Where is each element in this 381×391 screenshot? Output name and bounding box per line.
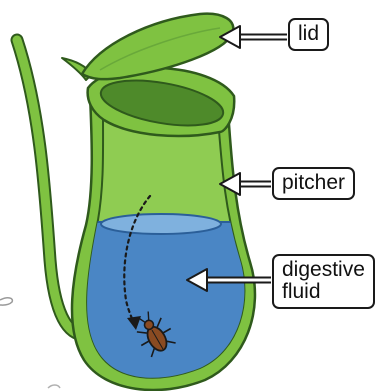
digestive-fluid-label-line2: fluid: [282, 281, 365, 303]
lid-label: lid: [288, 18, 329, 51]
background-tendril: [0, 298, 12, 305]
lid: [82, 14, 233, 80]
fluid-surface: [101, 214, 221, 234]
digestive-fluid-label: digestive fluid: [272, 254, 375, 309]
digestive-fluid-label-line1: digestive: [282, 259, 365, 281]
pitcher-label: pitcher: [272, 167, 355, 200]
